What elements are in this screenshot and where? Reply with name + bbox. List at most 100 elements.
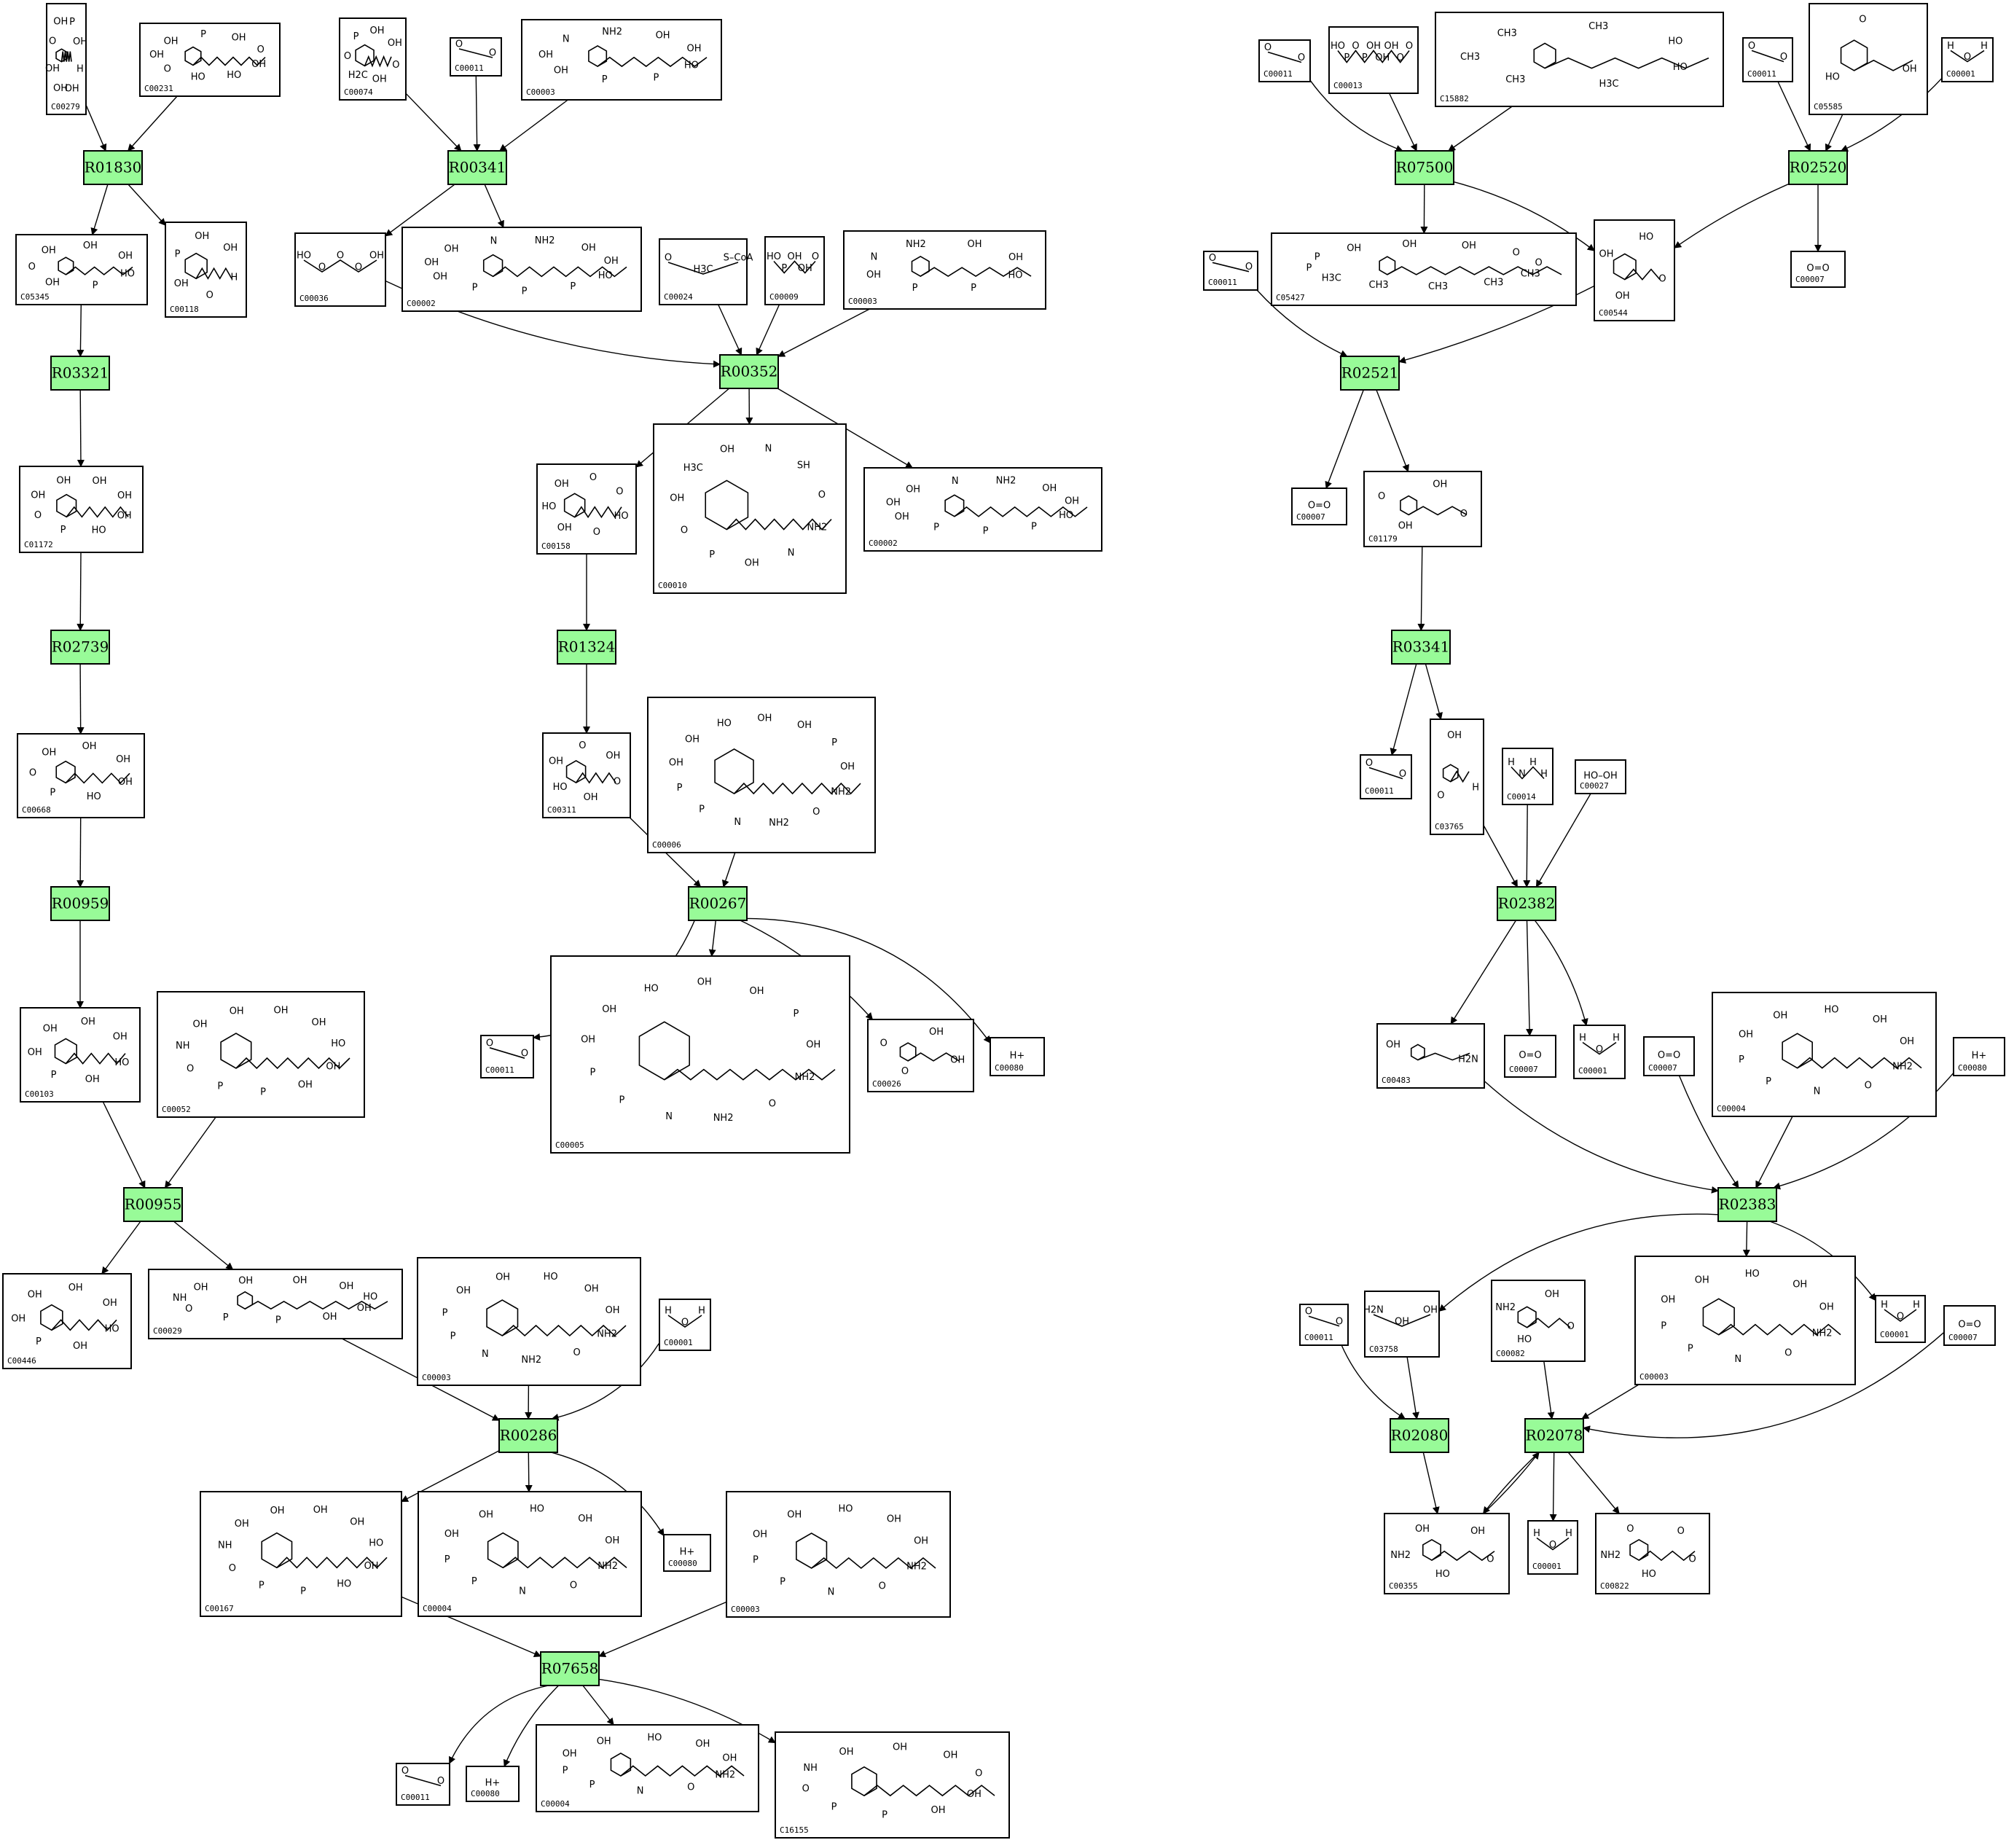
edge-c7d-r16 <box>1678 1075 1739 1189</box>
reaction-R00286[interactable]: R00286 <box>498 1418 558 1453</box>
reaction-R02078[interactable]: R02078 <box>1524 1418 1584 1453</box>
reaction-R02080[interactable]: R02080 <box>1390 1418 1449 1453</box>
atom-label: O <box>1859 15 1866 26</box>
atom-label: P <box>589 1068 595 1078</box>
reaction-R02520[interactable]: R02520 <box>1788 150 1848 185</box>
reaction-R02382[interactable]: R02382 <box>1497 886 1556 921</box>
reaction-R00267[interactable]: R00267 <box>688 886 748 921</box>
reaction-R01324[interactable]: R01324 <box>557 630 616 665</box>
reaction-R03341[interactable]: R03341 <box>1391 630 1451 665</box>
compound-C00080[interactable]: H+C00080 <box>990 1037 1045 1076</box>
reaction-R00352[interactable]: R00352 <box>719 354 779 389</box>
reaction-R00955[interactable]: R00955 <box>123 1187 183 1222</box>
chain-41 <box>1854 59 1913 71</box>
reaction-R07658[interactable]: R07658 <box>540 1651 600 1686</box>
atom-label: O <box>1264 42 1272 53</box>
compound-C00080[interactable]: H+C00080 <box>466 1766 520 1802</box>
atom-label: O <box>206 290 213 301</box>
compound-C00080[interactable]: H+C00080 <box>1953 1037 2005 1076</box>
compound-C00080[interactable]: H+C00080 <box>663 1534 711 1572</box>
reaction-R02383[interactable]: R02383 <box>1717 1187 1777 1222</box>
reaction-R00341[interactable]: R00341 <box>447 150 507 185</box>
reaction-R03321[interactable]: R03321 <box>50 356 110 391</box>
atom-label: HO <box>363 1291 377 1302</box>
edge-r1-c1172 <box>77 389 85 467</box>
atom-label: OH <box>42 748 56 759</box>
atom-label: OH <box>1065 496 1079 507</box>
reaction-R01830[interactable]: R01830 <box>83 150 143 185</box>
compound-box <box>1203 251 1258 291</box>
compound-id: C00029 <box>153 1326 182 1336</box>
reaction-R07500[interactable]: R07500 <box>1395 150 1454 185</box>
reaction-R02521[interactable]: R02521 <box>1340 356 1400 391</box>
atom-label: H+ <box>1972 1051 1987 1062</box>
reaction-R02739[interactable]: R02739 <box>50 630 110 665</box>
reaction-R00959[interactable]: R00959 <box>50 886 110 921</box>
